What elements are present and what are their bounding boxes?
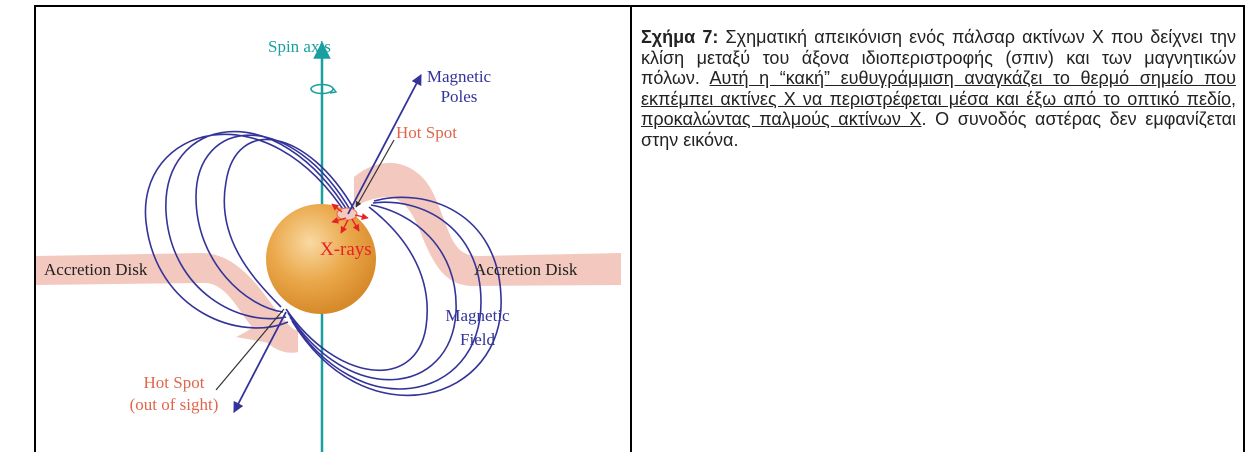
- magnetic-poles-line1: Magnetic: [426, 67, 492, 86]
- accretion-disk-left-label: Accretion Disk: [44, 260, 148, 279]
- table-border-top: [34, 5, 1244, 7]
- magnetic-poles-line2: Poles: [440, 87, 478, 106]
- xray-arrows: [331, 203, 369, 234]
- magnetic-field-line1: Magnetic: [445, 306, 510, 325]
- pulsar-diagram-graphic: [36, 41, 621, 452]
- table-border-right: [1243, 5, 1245, 452]
- caption-underlined-text: Αυτή η “κακή” ευθυγράμμιση αναγκάζει το …: [641, 68, 1236, 129]
- hot-spot-top-label: Hot Spot: [396, 123, 457, 142]
- hot-spot-top-marker: [336, 207, 358, 221]
- hot-spot-bottom-line2: (out of sight): [129, 395, 219, 414]
- magnetic-field-lines: [144, 130, 502, 397]
- magnetic-poles-label: Magnetic Poles: [419, 67, 499, 107]
- caption-text: Σχηματική απεικόνιση ενός πάλσαρ ακτίνων…: [641, 27, 1236, 88]
- caption-text-end: . Ο συνοδός αστέρας δεν εμφανίζεται στην…: [641, 109, 1236, 150]
- magnetic-field-label: Magnetic Field: [435, 306, 520, 350]
- magnetic-axis: [233, 74, 422, 413]
- xrays-label: X-rays: [320, 239, 372, 260]
- pulsar-diagram: Spin axis Magnetic Poles Hot Spot Accret…: [36, 7, 630, 452]
- hot-spot-pointer: [355, 139, 395, 208]
- spin-axis-label: Spin axis: [268, 37, 331, 56]
- table-border-left: [34, 5, 36, 452]
- table-border-middle: [630, 5, 632, 452]
- hot-spot-bottom-pointer: [215, 308, 285, 391]
- hot-spot-bottom-line1: Hot Spot: [143, 373, 205, 392]
- figure-caption: Σχήμα 7: Σχηματική απεικόνιση ενός πάλσα…: [641, 27, 1236, 150]
- neutron-star: [266, 204, 376, 314]
- magnetic-field-line2: Field: [460, 330, 495, 349]
- hot-spot-bottom-label: Hot Spot (out of sight): [104, 373, 244, 415]
- caption-label: Σχήμα 7:: [641, 27, 719, 47]
- accretion-disk-right-label: Accretion Disk: [474, 260, 578, 279]
